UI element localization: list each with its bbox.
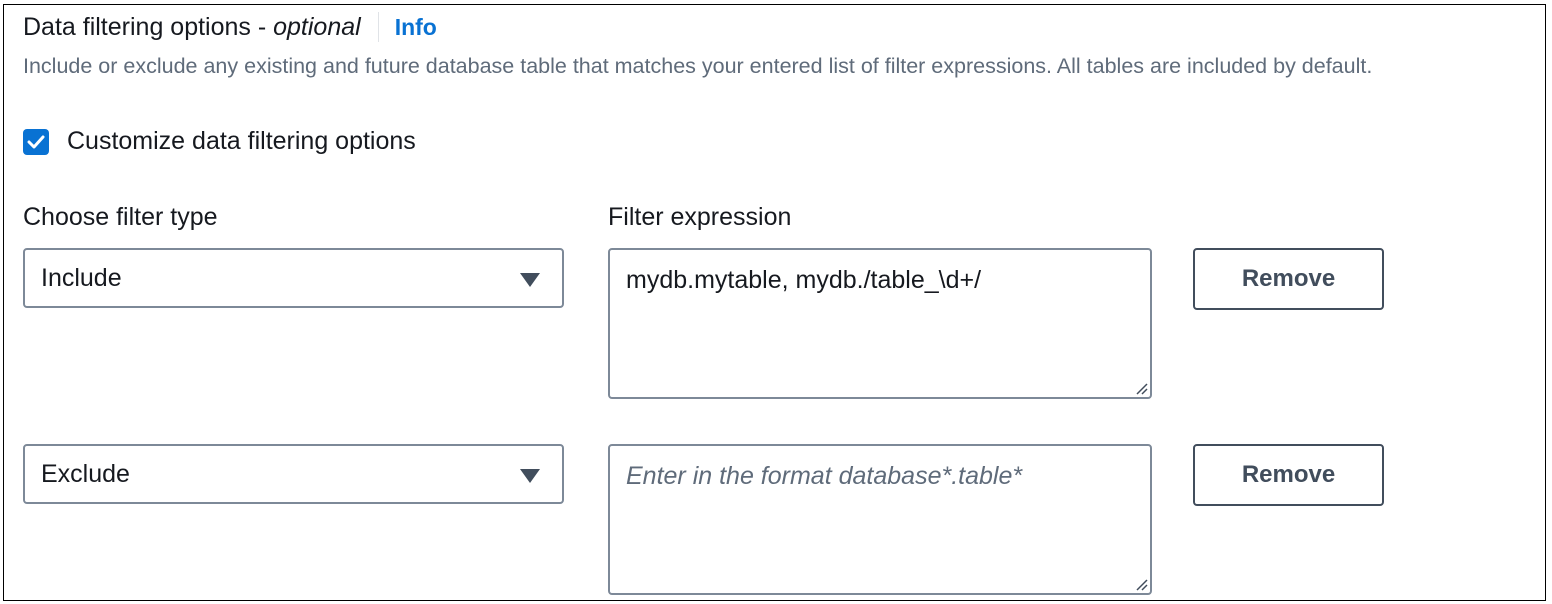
filter-expression-input-2[interactable]: Enter in the format database*.table* — [608, 444, 1152, 595]
optional-label: optional — [273, 12, 361, 41]
remove-filter-button-1[interactable]: Remove — [1193, 248, 1384, 310]
caret-down-icon — [520, 273, 540, 287]
checkmark-icon — [27, 135, 45, 148]
customize-checkbox-label[interactable]: Customize data filtering options — [67, 127, 416, 155]
remove-filter-button-2[interactable]: Remove — [1193, 444, 1384, 506]
filter-type-value: Exclude — [41, 459, 130, 488]
filter-expression-label: Filter expression — [608, 203, 792, 231]
header-divider — [377, 12, 379, 42]
filter-expression-placeholder: Enter in the format database*.table* — [626, 462, 1023, 490]
filter-type-select-1[interactable]: Include — [23, 248, 564, 308]
filter-type-select-2[interactable]: Exclude — [23, 444, 564, 504]
section-header: Data filtering options - optional Info — [23, 11, 437, 43]
customize-checkbox[interactable] — [23, 128, 49, 155]
caret-down-icon — [520, 469, 540, 483]
resize-handle-icon[interactable] — [1134, 577, 1148, 591]
filter-type-value: Include — [41, 263, 122, 292]
resize-handle-icon[interactable] — [1134, 381, 1148, 395]
filter-expression-value: mydb.mytable, mydb./table_\d+/ — [626, 266, 982, 294]
filter-type-label: Choose filter type — [23, 203, 218, 231]
info-link[interactable]: Info — [394, 13, 437, 40]
filter-expression-input-1[interactable]: mydb.mytable, mydb./table_\d+/ — [608, 248, 1152, 399]
section-title: Data filtering options - optional — [23, 13, 361, 42]
customize-checkbox-row[interactable]: Customize data filtering options — [23, 127, 416, 156]
section-description: Include or exclude any existing and futu… — [23, 54, 1373, 78]
section-title-text: Data filtering options - — [23, 12, 274, 41]
data-filtering-panel: Data filtering options - optional Info I… — [3, 4, 1546, 601]
